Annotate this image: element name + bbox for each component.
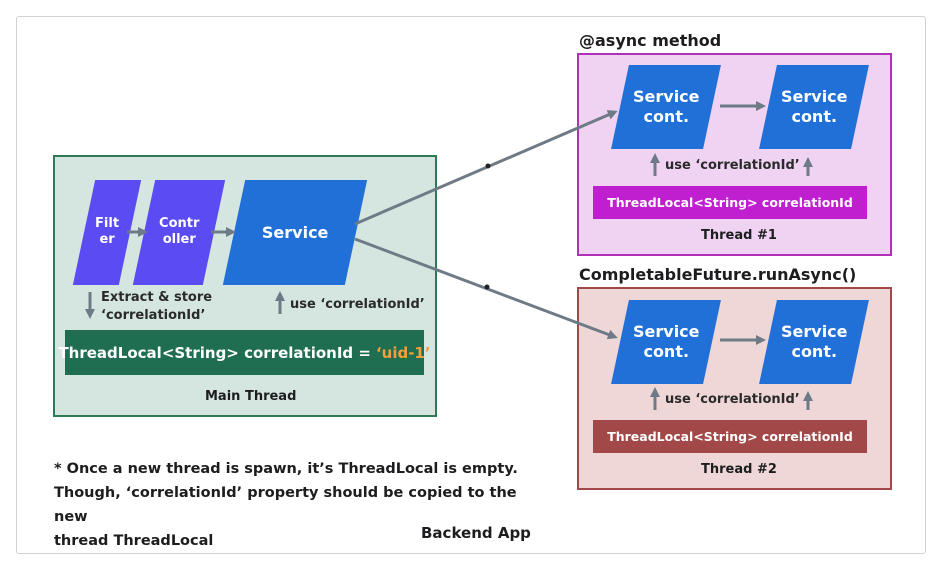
main-threadlocal-bar: ThreadLocal<String> correlationId = ‘uid… — [58, 330, 431, 375]
footnote-line-2: Though, ‘correlationId’ property should … — [54, 485, 517, 525]
future-threadlocal-bar: ThreadLocal<String> correlationId — [593, 420, 867, 453]
future-arrow-dot — [484, 284, 490, 290]
footnote-line-1: * Once a new thread is spawn, it’s Threa… — [54, 461, 518, 477]
main-use-note: use ‘correlationId’ — [290, 297, 425, 312]
async-thread-caption: Thread #1 — [701, 228, 777, 243]
future-thread-caption: Thread #2 — [701, 462, 777, 477]
async-heading: @async method — [579, 31, 722, 50]
future-use-note: use ‘correlationId’ — [665, 392, 800, 407]
footnote: * Once a new thread is spawn, it’s Threa… — [54, 457, 524, 553]
main-threadlocal-value: ‘uid-1’ — [375, 343, 431, 362]
async-threadlocal-label: ThreadLocal<String> correlationId — [607, 195, 853, 210]
app-title: Backend App — [421, 524, 531, 542]
footnote-line-3: thread ThreadLocal — [54, 533, 214, 549]
future-threadlocal-label: ThreadLocal<String> correlationId — [607, 429, 853, 444]
async-threadlocal-bar: ThreadLocal<String> correlationId — [593, 186, 867, 219]
async-use-note: use ‘correlationId’ — [665, 158, 800, 173]
main-thread-caption: Main Thread — [205, 389, 297, 404]
extract-note-line2: ‘correlationId’ — [101, 308, 206, 323]
async-arrow-dot — [485, 163, 491, 169]
future-heading: CompletableFuture.runAsync() — [579, 265, 857, 284]
main-threadlocal-label: ThreadLocal<String> correlationId = — [58, 343, 371, 362]
main-to-async-arrow — [354, 110, 618, 226]
extract-note-line1: Extract & store — [101, 290, 213, 305]
